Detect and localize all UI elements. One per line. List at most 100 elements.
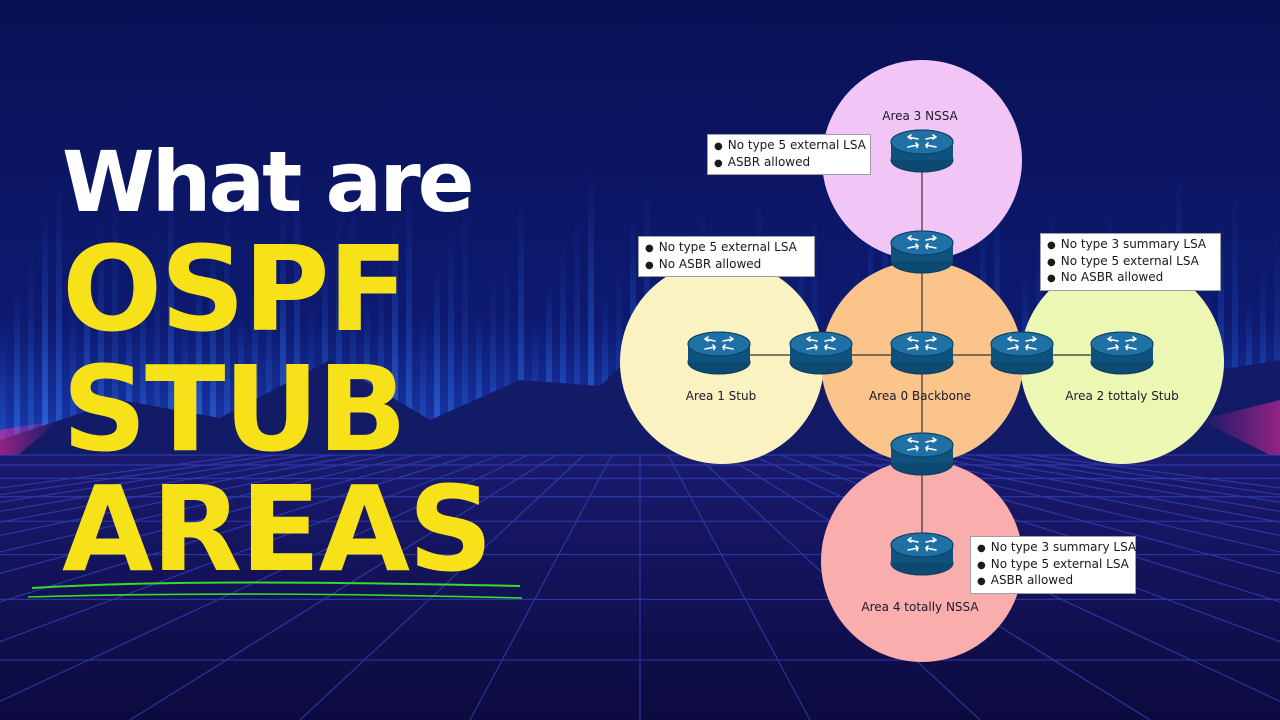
glow-streak xyxy=(420,300,426,440)
glow-streak xyxy=(364,292,370,440)
note-item: No type 5 external LSA xyxy=(977,557,1129,574)
glow-streak xyxy=(490,270,496,440)
area-1-note: No type 5 external LSA No ASBR allowed xyxy=(638,236,815,277)
glow-streak xyxy=(532,316,538,440)
router-icon xyxy=(890,230,954,274)
area-3-label: Area 3 NSSA xyxy=(882,109,958,123)
grid-line xyxy=(0,454,333,512)
underline-stroke xyxy=(27,593,523,599)
grid-line xyxy=(469,454,613,720)
note-item: No type 3 summary LSA xyxy=(1047,237,1212,254)
glow-streak xyxy=(182,306,188,440)
headline: What are OSPF STUB AREAS xyxy=(0,0,600,720)
router-icon xyxy=(890,532,954,576)
glow-streak xyxy=(434,262,440,440)
glow-streak xyxy=(322,246,328,440)
router-icon xyxy=(990,331,1054,375)
glow-streak xyxy=(224,192,230,440)
grid-line xyxy=(0,454,445,574)
headline-line-2: OSPF xyxy=(62,220,408,358)
grid-line xyxy=(919,454,1280,523)
glow-streak xyxy=(518,194,524,440)
grid-line xyxy=(0,454,389,537)
grid-line xyxy=(0,454,305,503)
glow-streak xyxy=(504,232,510,440)
router-icon xyxy=(890,129,954,173)
glow-streak xyxy=(42,206,48,440)
glow-streak xyxy=(448,224,454,440)
glow-streak xyxy=(546,278,552,440)
area-2-label: Area 2 tottaly Stub xyxy=(1065,389,1178,403)
router-icon xyxy=(789,331,853,375)
router-icon xyxy=(890,432,954,476)
glow-streak xyxy=(98,214,104,440)
glow-streak xyxy=(294,162,300,440)
glow-streak xyxy=(616,248,622,440)
glow-streak xyxy=(154,222,160,440)
glow-streak xyxy=(14,282,20,440)
headline-line-3: STUB xyxy=(62,340,407,478)
grid-line xyxy=(863,454,1280,553)
glow-streak xyxy=(378,254,384,440)
glow-streak xyxy=(406,178,412,440)
glow-streak xyxy=(0,320,6,440)
note-item: No type 3 summary LSA xyxy=(977,540,1136,557)
glow-streak xyxy=(588,164,594,440)
area-3-note: No type 5 external LSA ASBR allowed xyxy=(707,134,871,175)
grid-line xyxy=(975,454,1280,503)
glow-streak xyxy=(84,252,90,440)
glow-streak xyxy=(70,290,76,440)
glow-streak xyxy=(336,208,342,440)
grid-line xyxy=(0,454,361,523)
note-item: No ASBR allowed xyxy=(1047,270,1212,287)
router-icon xyxy=(890,331,954,375)
glow-streak xyxy=(602,286,608,440)
glow-streak xyxy=(112,176,118,440)
area-4-note: No type 3 summary LSA No type 5 external… xyxy=(970,536,1136,594)
grid-line xyxy=(0,454,501,643)
glow-streak xyxy=(252,276,258,440)
glow-streak xyxy=(350,170,356,440)
glow-streak xyxy=(308,284,314,440)
glow-streak xyxy=(1232,176,1238,440)
glow-streak xyxy=(266,238,272,440)
grid-line xyxy=(891,454,1280,537)
glow-streak xyxy=(168,184,174,440)
grid-line xyxy=(667,454,811,720)
glow-streak xyxy=(126,298,132,440)
area-2-note: No type 3 summary LSA No type 5 external… xyxy=(1040,233,1221,291)
grid-line xyxy=(0,454,417,553)
note-item: No type 5 external LSA xyxy=(714,138,866,155)
area-4-label: Area 4 totally NSSA xyxy=(861,600,979,614)
note-item: No ASBR allowed xyxy=(645,257,806,274)
glow-streak xyxy=(1274,222,1280,440)
glow-streak xyxy=(462,186,468,440)
grid-line xyxy=(947,454,1280,512)
underline-stroke xyxy=(31,581,521,589)
glow-streak xyxy=(1260,260,1266,440)
note-item: No type 5 external LSA xyxy=(645,240,806,257)
area-0-label: Area 0 Backbone xyxy=(869,389,971,403)
glow-streak xyxy=(140,260,146,440)
router-icon xyxy=(1090,331,1154,375)
glow-streak xyxy=(476,308,482,440)
glow-streak xyxy=(28,244,34,440)
glow-streak xyxy=(56,168,62,440)
grid-line xyxy=(129,454,557,720)
glow-streak xyxy=(238,314,244,440)
note-item: ASBR allowed xyxy=(977,573,1127,590)
glow-streak xyxy=(210,230,216,440)
glow-streak xyxy=(392,216,398,440)
glow-streak xyxy=(280,200,286,440)
note-item: No type 5 external LSA xyxy=(1047,254,1212,271)
headline-line-1: What are xyxy=(62,133,475,231)
glow-streak xyxy=(560,240,566,440)
router-icon xyxy=(687,331,751,375)
glow-streak xyxy=(1218,214,1224,440)
glow-streak xyxy=(196,268,202,440)
glow-streak xyxy=(812,196,818,440)
area-1-label: Area 1 Stub xyxy=(686,389,756,403)
grid-line xyxy=(299,454,585,720)
glow-streak xyxy=(574,202,580,440)
